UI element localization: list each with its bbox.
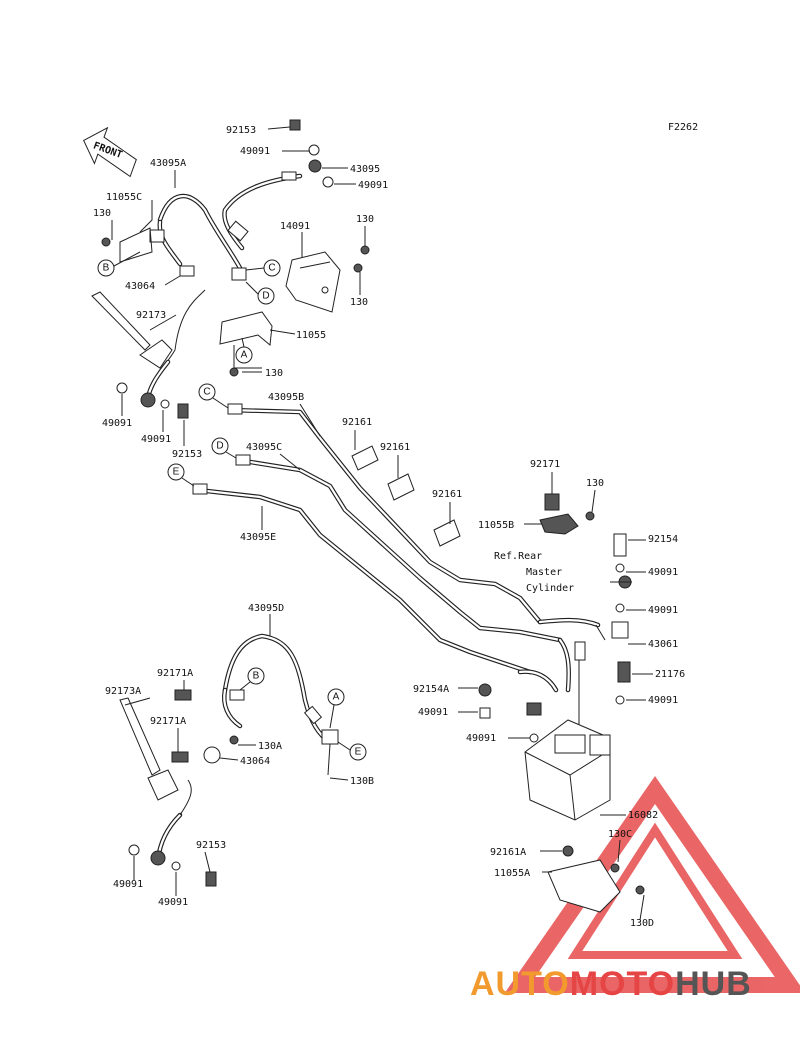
part-label: 92173A [105, 686, 141, 697]
callout-letter: A [333, 692, 340, 703]
part-label: 11055B [478, 520, 514, 531]
callout-circles: C D B A C D E [97, 251, 367, 761]
bracket-11055 [219, 311, 273, 346]
part-label: 49091 [158, 897, 188, 908]
part-label: 49091 [113, 879, 143, 890]
part-label: 49091 [418, 707, 448, 718]
part-label: 21176 [655, 669, 685, 680]
callout-a-top: A [235, 337, 253, 364]
part-label: 11055A [494, 868, 530, 879]
part-label: 43095E [240, 532, 276, 543]
bracket-92173 [91, 291, 173, 369]
callout-b-top: B [97, 251, 141, 277]
part-label: 92171A [150, 716, 186, 727]
part-label: 92161 [432, 489, 462, 500]
cover-14091 [285, 251, 341, 313]
part-label: 49091 [141, 434, 171, 445]
ref-note-line: Cylinder [526, 583, 574, 594]
watermark-hub: HUB [675, 965, 752, 1003]
callout-b-bottom: B [239, 667, 265, 691]
part-label: 49091 [648, 567, 678, 578]
part-label: 43095A [150, 158, 186, 169]
leader-lines [111, 126, 653, 921]
watermark-auto: AUTO [470, 965, 570, 1003]
front-hose-assembly [119, 171, 303, 389]
top-bolts [101, 119, 370, 377]
callout-e-line: E [167, 463, 195, 487]
svg-text:AUTOMOTOHUB: AUTOMOTOHUB [470, 965, 752, 1003]
watermark-text: AUTOMOTOHUB [470, 965, 752, 1003]
rear-master-fittings [611, 533, 632, 705]
part-labels: 92153 49091 43095 49091 43095A 11055C 13… [93, 125, 685, 929]
part-label: 49091 [240, 146, 270, 157]
part-label: 92153 [172, 449, 202, 460]
bracket-92173A [119, 689, 217, 887]
part-label: 49091 [648, 605, 678, 616]
abs-bracket-11055A [547, 845, 645, 913]
brake-lines [192, 403, 606, 735]
watermark-moto: MOTO [570, 965, 675, 1003]
part-label: 49091 [466, 733, 496, 744]
callout-letter: D [216, 441, 223, 452]
part-label: 43095D [248, 603, 284, 614]
part-label: 130A [258, 741, 282, 752]
part-label: 49091 [358, 180, 388, 191]
part-label: 49091 [648, 695, 678, 706]
part-label: 130 [265, 368, 283, 379]
part-label: 130C [608, 829, 632, 840]
part-label: 130 [356, 214, 374, 225]
callout-letter: D [262, 291, 269, 302]
part-label: 92153 [196, 840, 226, 851]
part-label: 43061 [648, 639, 678, 650]
part-label: 92153 [226, 125, 256, 136]
part-label: 92154A [413, 684, 449, 695]
part-label: 43095C [246, 442, 282, 453]
part-label: 92171A [157, 668, 193, 679]
part-label: 92161 [342, 417, 372, 428]
callout-c-top: C [245, 259, 281, 277]
callout-letter: A [241, 350, 248, 361]
callout-letter: E [173, 467, 180, 478]
part-label: 92171 [530, 459, 560, 470]
part-label: 43095 [350, 164, 380, 175]
callout-letter: E [355, 747, 362, 758]
part-label: 130B [350, 776, 374, 787]
part-label: 11055 [296, 330, 326, 341]
part-label: 11055C [106, 192, 142, 203]
part-label: 130 [350, 297, 368, 308]
ref-rear-master-note: Ref.Rear Master Cylinder [494, 551, 574, 594]
part-label: 43095B [268, 392, 304, 403]
part-label: 49091 [102, 418, 132, 429]
callout-a-bottom: A [327, 688, 345, 729]
front-arrow-icon: FRONT [83, 126, 137, 178]
lower-front-fittings [116, 359, 189, 419]
callout-letter: C [203, 387, 210, 398]
callout-letter: C [268, 263, 275, 274]
part-label: 43064 [125, 281, 155, 292]
callout-e-bottom: E [337, 741, 367, 761]
part-label: 92173 [136, 310, 166, 321]
part-label: 16082 [628, 810, 658, 821]
part-label: 130 [586, 478, 604, 489]
part-label: 43064 [240, 756, 270, 767]
callout-letter: B [103, 263, 110, 274]
callout-c-line: C [198, 383, 229, 409]
callout-d-line: D [211, 437, 237, 459]
figure-code: F2262 [668, 122, 698, 133]
part-label: 130 [93, 208, 111, 219]
part-label: 92154 [648, 534, 678, 545]
joint-blocks [351, 445, 461, 547]
part-label: 92161 [380, 442, 410, 453]
rear-hose-43095D [203, 633, 339, 776]
part-label: 14091 [280, 221, 310, 232]
ref-note-line: Master [526, 567, 562, 578]
part-label: 92161A [490, 847, 526, 858]
abs-unit-16082 [478, 683, 611, 821]
callout-d-top: D [245, 281, 275, 305]
callout-letter: B [253, 671, 260, 682]
part-label: 130D [630, 918, 654, 929]
ref-note-line: Ref.Rear [494, 551, 542, 562]
bracket-11055B [539, 493, 595, 535]
